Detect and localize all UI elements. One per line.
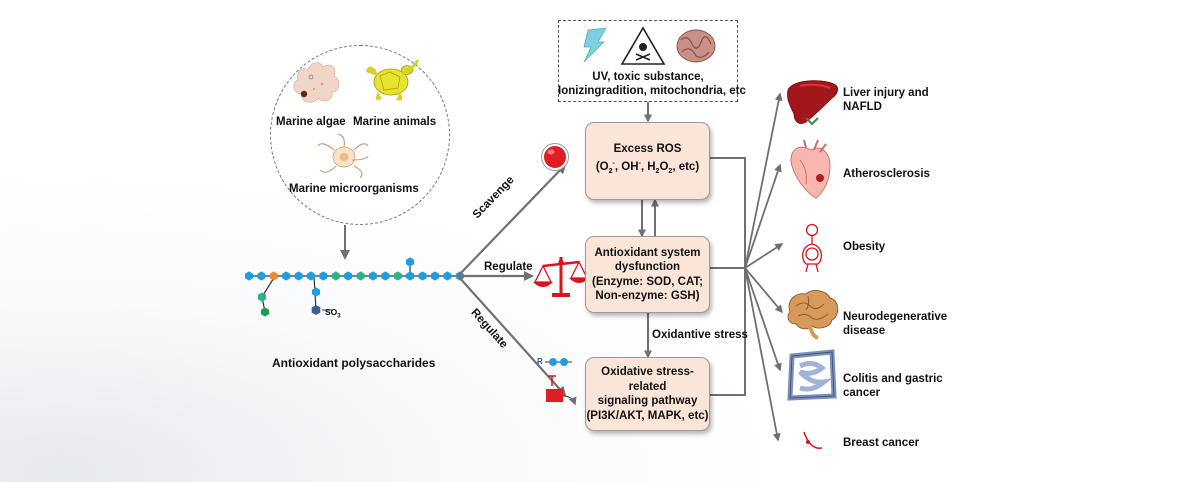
sugar-unit xyxy=(418,271,427,281)
neuro-label-1: Neurodegenerative xyxy=(843,311,948,323)
excess-ros-title: Excess ROS xyxy=(613,143,682,156)
sugar-unit xyxy=(294,271,303,281)
antioxidant-line-2: dysfunction xyxy=(614,261,681,273)
ros-h2o2-b: O xyxy=(659,160,669,173)
ros-oh-sup: - xyxy=(638,159,641,167)
sugar-unit xyxy=(356,271,365,281)
breast-cancer-label: Breast cancer xyxy=(843,437,920,449)
pathway-line-3: (PI3K/AKT, MAPK, etc) xyxy=(586,409,709,422)
marine-animals-icon xyxy=(366,59,420,101)
sugar-unit xyxy=(282,271,291,281)
sugar-unit xyxy=(307,271,315,281)
antioxidant-dysfunction-box: Antioxidant system dysfunction (Enzyme: … xyxy=(585,236,710,313)
sugar-unit xyxy=(257,271,266,281)
sugar-unit xyxy=(393,271,402,281)
marine-algae-label: Marine algae xyxy=(276,116,346,128)
liver-label-1: Liver injury and xyxy=(843,87,929,99)
marine-sources-circle xyxy=(270,45,450,225)
obesity-body-icon xyxy=(801,223,823,273)
sulfate-label: SO3 xyxy=(325,305,341,324)
mitochondria-icon xyxy=(676,29,716,63)
ros-h2o2-end: , etc) xyxy=(672,160,700,173)
marine-microorganisms-icon xyxy=(317,133,369,179)
sugar-unit xyxy=(406,271,415,281)
ros-h2o2-a: , H xyxy=(640,160,656,173)
ros-o2-sup: - xyxy=(612,159,615,167)
neuro-label-2: disease xyxy=(843,325,886,337)
sulfate-subscript: 3 xyxy=(337,313,341,320)
liver-label-2: NAFLD xyxy=(843,101,882,113)
ros-o2-sub: 2 xyxy=(608,168,613,176)
ros-h2o2-sub1: 2 xyxy=(655,168,660,176)
colitis-label-1: Colitis and gastric xyxy=(843,373,943,385)
uv-lightning-icon xyxy=(583,27,607,63)
brain-icon xyxy=(787,290,839,340)
ros-h2o2-sub2: 2 xyxy=(668,168,673,176)
sulfate-text: SO xyxy=(325,307,338,317)
triggers-box xyxy=(558,20,738,102)
sugar-unit xyxy=(269,271,278,281)
triggers-line-1: UV, toxic substance, xyxy=(592,71,704,83)
excess-ros-box: Excess ROS (O2-, OH-, H2O2, etc) xyxy=(585,122,710,200)
neurodegenerative-label: Neurodegenerative disease xyxy=(843,310,947,338)
signaling-pathway-box: Oxidative stress-related signaling pathw… xyxy=(585,357,710,431)
polysaccharide-units xyxy=(245,257,464,317)
breast-icon xyxy=(803,431,823,449)
sugar-unit-branch xyxy=(406,257,414,267)
pathway-signal-icon xyxy=(545,358,577,406)
antioxidant-line-3: (Enzyme: SOD, CAT; xyxy=(592,275,703,288)
sugar-unit-branch xyxy=(261,307,269,317)
sugar-unit xyxy=(369,271,377,281)
ros-oh: , OH xyxy=(614,160,639,173)
sugar-unit xyxy=(381,271,390,281)
pathway-line-1: Oxidative stress-related xyxy=(601,366,694,393)
polysaccharides-label: Antioxidant polysaccharides xyxy=(272,356,436,370)
sugar-unit xyxy=(344,271,353,281)
antioxidant-line-1: Antioxidant system xyxy=(594,246,701,259)
obesity-label: Obesity xyxy=(843,241,886,253)
sugar-unit xyxy=(431,271,439,281)
sugar-unit-branch xyxy=(258,292,266,302)
intestine-icon xyxy=(787,349,837,401)
regulate-label: Regulate xyxy=(484,261,533,273)
sugar-unit xyxy=(319,271,328,281)
toxic-hazard-icon xyxy=(620,26,666,65)
sugar-unit xyxy=(443,271,452,281)
pathway-line-2: signaling pathway xyxy=(597,395,698,407)
polysaccharide-chain xyxy=(248,262,458,313)
marine-microorganisms-label: Marine microorganisms xyxy=(289,183,419,195)
pathway-icon-label: R xyxy=(537,357,543,366)
sugar-unit xyxy=(245,271,253,281)
colitis-label: Colitis and gastric cancer xyxy=(843,372,943,400)
liver-icon xyxy=(787,80,838,126)
sugar-unit xyxy=(331,271,340,281)
balance-scale-icon xyxy=(533,257,589,297)
triggers-line-2: Ionizingradition, mitochondria, etc xyxy=(558,85,746,97)
heart-icon xyxy=(790,139,831,199)
antioxidant-line-4: Non-enzyme: GSH) xyxy=(595,290,700,302)
oxidative-stress-label: Oxidantive stress xyxy=(652,329,748,341)
liver-disease-label: Liver injury and NAFLD xyxy=(843,86,929,114)
ros-o2: (O xyxy=(595,160,609,173)
triggers-text: UV, toxic substance, Ionizingradition, m… xyxy=(558,70,746,98)
atherosclerosis-label: Atherosclerosis xyxy=(843,168,930,180)
marine-animals-label: Marine animals xyxy=(353,116,437,128)
sugar-unit-branch xyxy=(312,287,320,297)
colitis-label-2: cancer xyxy=(843,387,881,399)
ros-species: (O2-, OH-, H2O2, etc) xyxy=(596,157,699,180)
marine-algae-icon xyxy=(293,62,340,103)
sulfate-unit xyxy=(311,305,321,315)
ros-cell-icon xyxy=(541,143,569,171)
